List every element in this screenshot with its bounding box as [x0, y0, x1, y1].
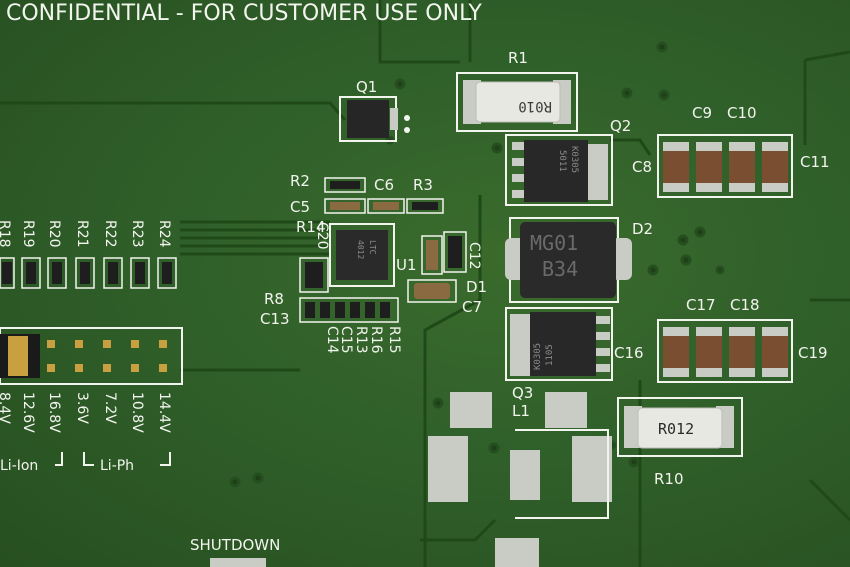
d2-marking-line2: B34	[542, 257, 578, 281]
q2-mosfet	[505, 134, 613, 206]
voltage-16-8v: 16.8V	[46, 392, 62, 433]
ref-r14: R14	[296, 218, 326, 236]
ref-q2: Q2	[610, 117, 631, 135]
r1-marking: R010	[518, 98, 552, 114]
ref-c13: C13	[260, 310, 290, 328]
ref-r18: R18	[0, 220, 12, 248]
li-ph-label: Li-Ph	[100, 458, 134, 474]
ref-d2: D2	[632, 220, 653, 238]
voltage-14-4v: 14.4V	[156, 392, 172, 433]
ref-q1: Q1	[356, 78, 377, 96]
ref-r20: R20	[46, 220, 62, 248]
ref-r15: R15	[386, 326, 402, 354]
capacitor-bank-top	[657, 134, 793, 198]
ref-c9: C9	[692, 104, 712, 122]
r1-shunt-resistor	[456, 72, 578, 132]
ref-r3: R3	[413, 176, 433, 194]
battery-type-brackets	[55, 452, 171, 466]
u1-marking-line2: LTC	[368, 240, 377, 255]
ref-c6: C6	[374, 176, 394, 194]
ref-c18: C18	[730, 296, 760, 314]
ref-c19: C19	[798, 344, 828, 362]
ref-r24: R24	[156, 220, 172, 248]
r10-shunt-resistor	[617, 397, 743, 457]
small-passives	[299, 177, 467, 323]
ref-c14: C14	[324, 326, 340, 354]
capacitor-bank-bottom	[657, 319, 793, 383]
d2-diode	[505, 217, 632, 303]
q2-marking-line2: 5011	[557, 150, 567, 172]
voltage-10-8v: 10.8V	[129, 392, 145, 433]
li-ion-label: Li-Ion	[0, 458, 38, 474]
q3-marking-line2: 1105	[545, 344, 555, 366]
u1-controller-ic	[329, 223, 395, 287]
ref-r21: R21	[74, 220, 90, 248]
ref-c10: C10	[727, 104, 757, 122]
ref-c20: C20	[314, 222, 330, 250]
voltage-3-6v: 3.6V	[74, 392, 90, 424]
ref-r23: R23	[129, 220, 145, 248]
divider-resistors	[0, 257, 177, 289]
ref-r22: R22	[102, 220, 118, 248]
voltage-12-6v: 12.6V	[20, 392, 36, 433]
pin-header	[0, 327, 183, 385]
shutdown-label: SHUTDOWN	[190, 536, 280, 554]
ref-c12: C12	[466, 242, 482, 270]
r10-marking: R012	[658, 420, 694, 438]
confidential-banner: CONFIDENTIAL - FOR CUSTOMER USE ONLY	[6, 1, 482, 26]
ref-c8: C8	[632, 158, 652, 176]
ref-l1: L1	[512, 402, 530, 420]
l1-inductor-pads	[428, 392, 612, 567]
ref-d1: D1	[466, 278, 487, 296]
ref-r16: R16	[368, 326, 384, 354]
ref-r1: R1	[508, 49, 528, 67]
ref-c7: C7	[462, 298, 482, 316]
u1-marking-line1: 4012	[356, 240, 365, 259]
voltage-8-4v: 8.4V	[0, 392, 12, 424]
ref-c16: C16	[614, 344, 644, 362]
ref-r2: R2	[290, 172, 310, 190]
voltage-7-2v: 7.2V	[102, 392, 118, 424]
ref-c15: C15	[338, 326, 354, 354]
component-markings: R010 R012 MG01 B34 K0305 5011 K0305 1105…	[356, 98, 694, 438]
ref-r13: R13	[353, 326, 369, 354]
q3-marking-line1: K0305	[533, 343, 543, 370]
ref-q3: Q3	[512, 384, 533, 402]
ref-c5: C5	[290, 198, 310, 216]
ref-r19: R19	[20, 220, 36, 248]
d2-marking-line1: MG01	[530, 231, 578, 255]
ref-r8: R8	[264, 290, 284, 308]
q2-marking-line1: K0305	[569, 146, 579, 173]
shutdown-pad	[210, 558, 266, 567]
ref-r10: R10	[654, 470, 684, 488]
ref-u1: U1	[396, 256, 417, 274]
ref-c11: C11	[800, 153, 830, 171]
vias	[229, 41, 725, 488]
ref-c17: C17	[686, 296, 716, 314]
q1-mosfet	[339, 96, 410, 142]
q3-mosfet	[505, 307, 613, 381]
